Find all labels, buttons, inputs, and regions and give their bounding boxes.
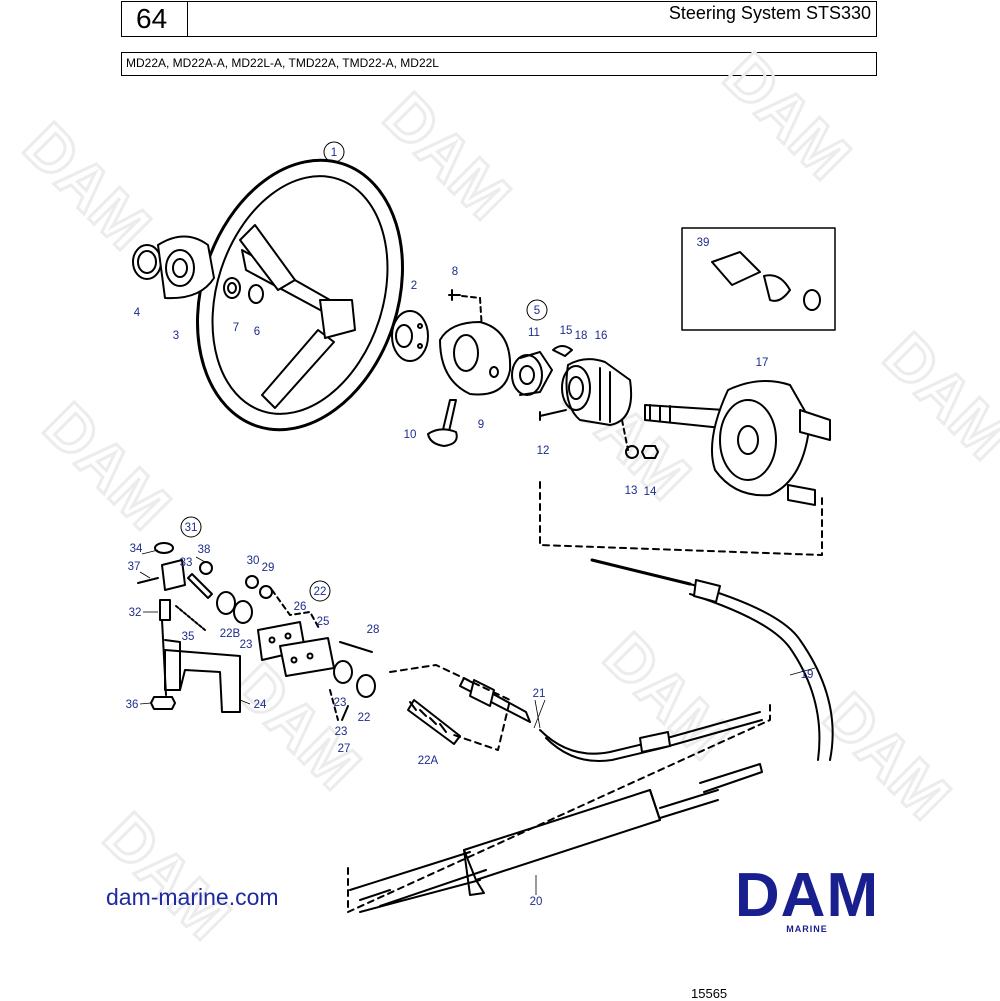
callout-21: 21 <box>533 688 546 700</box>
callout-34: 34 <box>130 543 143 555</box>
steering-cable <box>590 558 834 761</box>
threaded-rod <box>407 699 461 745</box>
hub-flange <box>391 310 429 362</box>
steering-wheel <box>196 158 404 432</box>
callout-18: 18 <box>575 330 588 342</box>
callout-22B: 22B <box>220 628 241 640</box>
callout-8: 8 <box>452 266 458 278</box>
callout-19: 19 <box>801 669 814 681</box>
callout-14: 14 <box>644 486 657 498</box>
callout-17: 17 <box>756 357 769 369</box>
callout-20: 20 <box>530 896 543 908</box>
drawing-number: 15565 <box>691 986 728 1001</box>
key <box>552 345 573 357</box>
logo-text: DAM <box>734 861 880 930</box>
callout-9: 9 <box>478 419 484 431</box>
hub <box>157 235 215 300</box>
callout-6: 6 <box>254 326 260 338</box>
callout-29: 29 <box>262 562 275 574</box>
callout-13: 13 <box>625 485 638 497</box>
callout-24: 24 <box>254 699 267 711</box>
callout-23: 23 <box>335 726 348 738</box>
callout-7: 7 <box>233 322 239 334</box>
callout-30: 30 <box>247 555 260 567</box>
watermark: DAM <box>10 109 164 263</box>
callout-1: 1 <box>331 147 337 159</box>
callout-26: 26 <box>294 601 307 613</box>
watermark: DAM <box>710 39 864 193</box>
callout-11: 11 <box>528 327 540 339</box>
cable-end <box>459 677 531 723</box>
bushing <box>511 351 553 396</box>
website-link[interactable]: dam-marine.com <box>106 884 279 910</box>
callout-22: 22 <box>314 586 327 598</box>
cable-guide <box>539 481 823 556</box>
callout-4: 4 <box>134 307 141 319</box>
steering-cylinder <box>349 763 763 913</box>
watermark: DAM <box>370 79 524 233</box>
callout-16: 16 <box>595 330 608 342</box>
callout-33: 33 <box>180 557 193 569</box>
nut <box>641 445 659 459</box>
engine-models: MD22A, MD22A-A, MD22L-A, TMD22A, TMD22-A… <box>126 56 439 70</box>
callout-23: 23 <box>240 639 253 651</box>
page-number: 64 <box>136 3 168 34</box>
hub-cap <box>132 244 162 280</box>
callout-35: 35 <box>182 631 195 643</box>
callout-32: 32 <box>129 607 142 619</box>
callout-3: 3 <box>173 330 179 342</box>
knob-screw <box>427 399 458 447</box>
fitting-kit <box>711 251 821 311</box>
nut <box>223 277 241 299</box>
callout-23: 23 <box>334 697 347 709</box>
callout-28: 28 <box>367 624 380 636</box>
callout-39: 39 <box>697 237 710 249</box>
dam-marine-logo: DAM MARINE <box>716 861 898 942</box>
callout-10: 10 <box>404 429 417 441</box>
header-divider <box>187 2 188 36</box>
watermark: DAM <box>30 389 184 543</box>
callout-37: 37 <box>128 561 141 573</box>
washer <box>248 284 264 304</box>
bolt <box>539 409 567 421</box>
watermarks: DAM DAM DAM DAM DAM DAM DAM DAM DAM DAM <box>9 37 1000 954</box>
header-box: 64 Steering System STS330 <box>121 1 877 37</box>
watermark: DAM <box>90 799 244 953</box>
callout-27: 27 <box>338 743 351 755</box>
callout-36: 36 <box>126 699 139 711</box>
callout-12: 12 <box>537 445 550 457</box>
helm-unit <box>644 380 831 506</box>
watermark: DAM <box>870 319 1000 473</box>
callout-25: 25 <box>317 616 330 628</box>
cable-21 <box>539 711 763 762</box>
linkage-block <box>216 575 376 721</box>
page-title: Steering System STS330 <box>668 3 871 23</box>
callout-15: 15 <box>560 325 573 337</box>
callout-31: 31 <box>185 522 198 534</box>
callout-22A: 22A <box>418 755 439 767</box>
callout-5: 5 <box>534 305 540 317</box>
models-box: MD22A, MD22A-A, MD22L-A, TMD22A, TMD22-A… <box>121 52 877 76</box>
logo-subtitle: MARINE <box>786 924 828 934</box>
callout-2: 2 <box>411 280 417 292</box>
watermark: DAM <box>590 619 744 773</box>
helm-housing <box>561 358 632 426</box>
callout-22: 22 <box>358 712 371 724</box>
watermark: DAM <box>810 679 964 833</box>
washer <box>625 445 639 459</box>
steering-cover <box>439 321 512 396</box>
callout-38: 38 <box>198 544 211 556</box>
detail-box <box>681 227 836 331</box>
bracket-assembly <box>137 542 241 713</box>
